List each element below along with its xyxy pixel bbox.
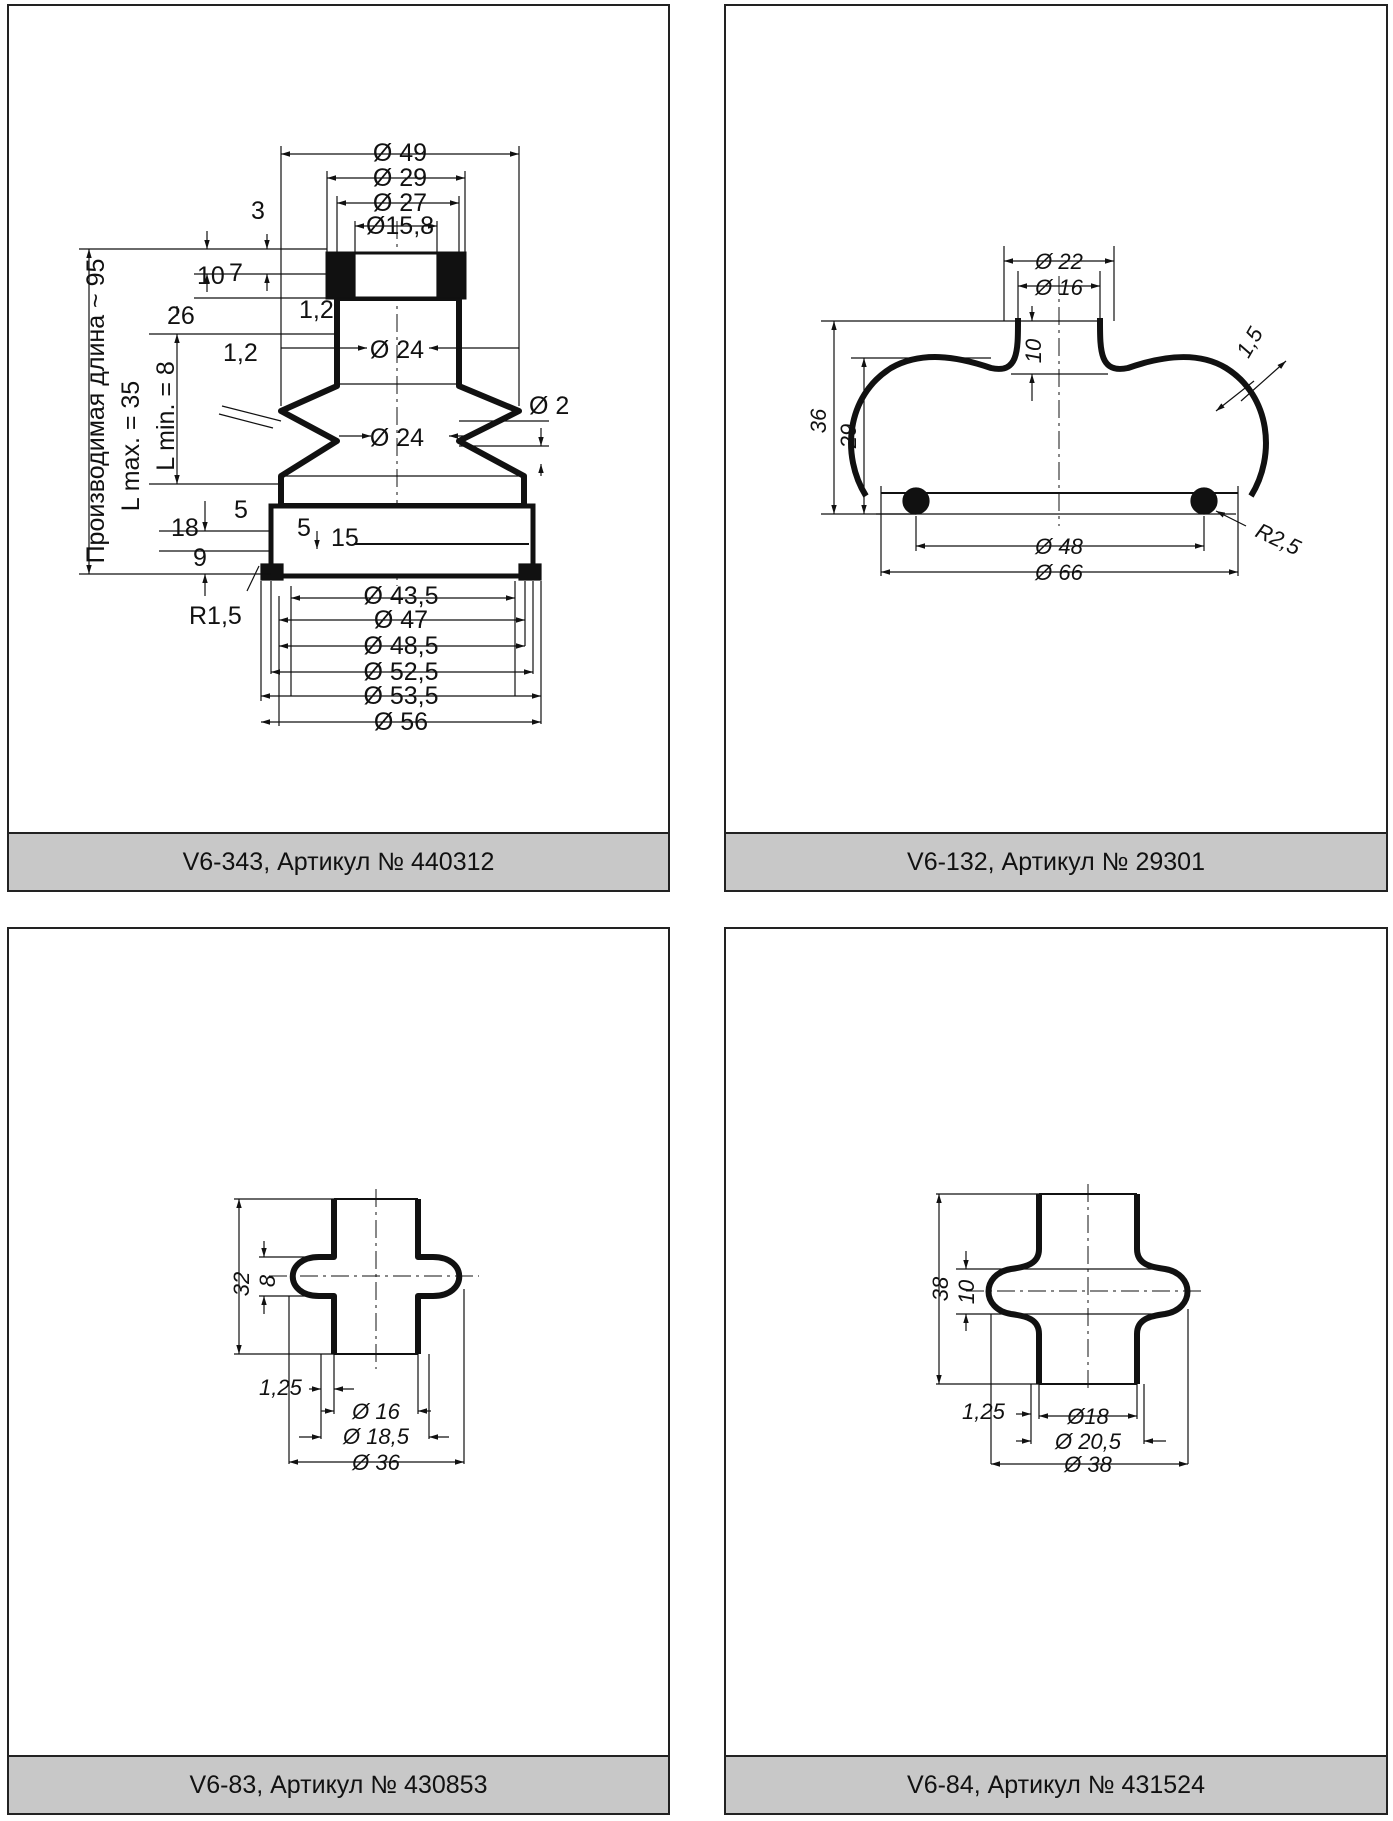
drawing-panel-v6-343: Ø 49 Ø 29 Ø 27 Ø15,8 Ø 24 Ø 24 Ø 2 Ø 43,…	[7, 4, 670, 892]
dim-1-2-top: 1,2	[299, 296, 334, 324]
dim-d22: Ø 22	[1034, 249, 1083, 274]
dim-d38: Ø 38	[1063, 1452, 1112, 1477]
dim-d53-5: Ø 53,5	[363, 682, 438, 710]
drawing-panel-v6-132: Ø 22 Ø 16 10 1,5 36 29 R2,5 Ø 48 Ø 66 V6…	[724, 4, 1388, 892]
dim-d66: Ø 66	[1034, 560, 1083, 585]
dim-d52-5: Ø 52,5	[363, 658, 438, 686]
dim-d20-5: Ø 20,5	[1054, 1429, 1122, 1454]
dim-d48: Ø 48	[1034, 534, 1083, 559]
dim-29: 29	[836, 424, 861, 449]
drawing-v6-83: 32 8 1,25 Ø 16 Ø 18,5 Ø 36	[229, 1189, 479, 1475]
drawing-panel-v6-83: 32 8 1,25 Ø 16 Ø 18,5 Ø 36 V6-83, Артику…	[7, 927, 670, 1815]
dim-r1-5: R1,5	[189, 602, 242, 630]
dim-d2: Ø 2	[529, 392, 569, 420]
dim-d18: Ø18	[1066, 1404, 1109, 1429]
dim-26: 26	[167, 302, 195, 330]
caption-v6-83: V6-83, Артикул № 430853	[9, 1755, 668, 1813]
drawing-panel-v6-84: 38 10 1,25 Ø18 Ø 20,5 Ø 38 V6-84, Артику…	[724, 927, 1388, 1815]
dim-production-length: Производимая длина ~ 95	[82, 259, 110, 564]
dim-1-2-side: 1,2	[223, 339, 258, 367]
dim-7: 7	[229, 259, 243, 287]
drawing-v6-343: Ø 49 Ø 29 Ø 27 Ø15,8 Ø 24 Ø 24 Ø 2 Ø 43,…	[79, 139, 569, 736]
dim-thickness-1-25: 1,25	[962, 1399, 1006, 1424]
dim-9: 9	[193, 544, 207, 572]
dim-d16: Ø 16	[351, 1399, 400, 1424]
dim-15: 15	[331, 524, 359, 552]
dim-38: 38	[928, 1276, 953, 1301]
caption-v6-132: V6-132, Артикул № 29301	[726, 832, 1386, 890]
dim-5-inner: 5	[297, 514, 311, 542]
dim-l-min: L min. = 8	[152, 361, 180, 471]
drawing-v6-84: 38 10 1,25 Ø18 Ø 20,5 Ø 38	[928, 1184, 1206, 1477]
dim-3: 3	[251, 197, 265, 225]
caption-v6-84: V6-84, Артикул № 431524	[726, 1755, 1386, 1813]
dim-d56: Ø 56	[374, 708, 428, 736]
dim-d18-5: Ø 18,5	[342, 1424, 410, 1449]
dim-8: 8	[255, 1274, 280, 1287]
dim-thickness-1-5: 1,5	[1231, 322, 1268, 362]
dim-18: 18	[171, 514, 199, 542]
caption-v6-343: V6-343, Артикул № 440312	[9, 832, 668, 890]
dim-thickness-1-25: 1,25	[259, 1375, 303, 1400]
dim-d24-upper: Ø 24	[370, 336, 424, 364]
dim-d16: Ø 16	[1034, 275, 1083, 300]
drawing-v6-132: Ø 22 Ø 16 10 1,5 36 29 R2,5 Ø 48 Ø 66	[806, 246, 1305, 585]
dim-d43-5: Ø 43,5	[363, 582, 438, 610]
dim-d29: Ø 29	[373, 164, 427, 192]
dim-10: 10	[954, 1279, 979, 1304]
dim-l-max: L max. = 35	[117, 381, 145, 511]
dim-d36: Ø 36	[351, 1450, 400, 1475]
dim-10: 10	[1021, 338, 1046, 363]
dim-36: 36	[806, 408, 831, 433]
dim-d48-5: Ø 48,5	[363, 632, 438, 660]
dim-d27: Ø 27	[373, 189, 427, 217]
dim-d49: Ø 49	[373, 139, 427, 167]
dim-d47: Ø 47	[374, 606, 428, 634]
dim-d158: Ø15,8	[366, 212, 434, 240]
dim-10: 10	[197, 262, 225, 290]
dim-32: 32	[229, 1272, 254, 1296]
dim-d24-lower: Ø 24	[370, 424, 424, 452]
dim-r2-5: R2,5	[1252, 518, 1305, 561]
dim-5-outer: 5	[234, 496, 248, 524]
